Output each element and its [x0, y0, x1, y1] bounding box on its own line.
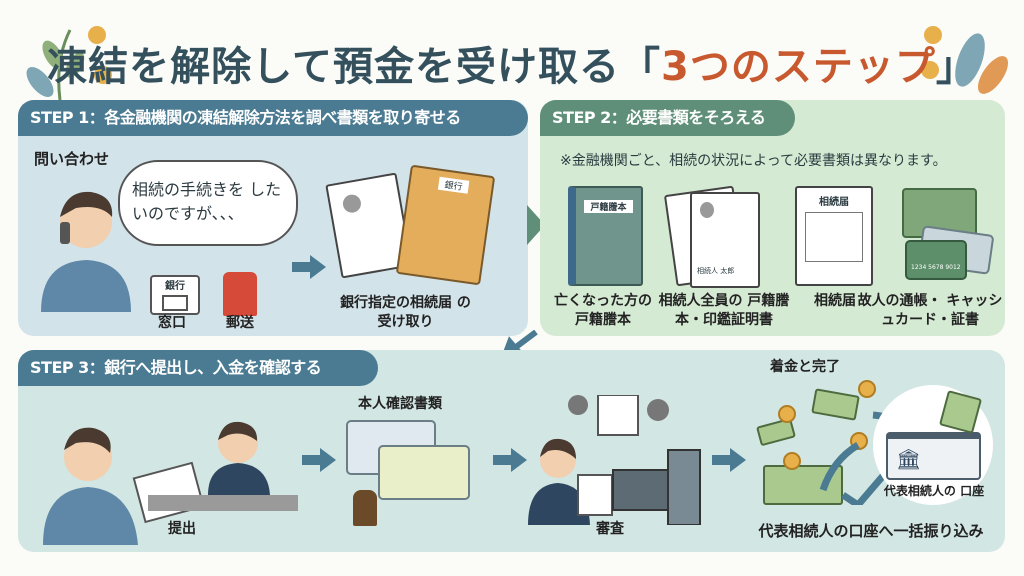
review-label: 審査	[596, 521, 624, 537]
bank-account-window-icon: 🏛	[886, 432, 981, 480]
doc-label-inheritance-form: 相続届	[814, 293, 856, 309]
doc-label-passbook-cards: 故人の通帳・ キャッシュカード・証書	[857, 293, 1003, 328]
doc-label-heir-certificates: 相続人全員の 戸籍謄本・印鑑証明書	[658, 293, 790, 328]
stamp-icon	[353, 490, 377, 526]
mailbox-icon	[223, 272, 257, 316]
submission-at-bank-illustration	[43, 421, 298, 545]
coin-icon	[858, 380, 876, 398]
inheritance-form-icon: 相続届	[795, 186, 873, 286]
doc-label-family-register: 亡くなった方の 戸籍謄本	[554, 293, 652, 328]
leaf-decoration-right	[921, 26, 1009, 94]
submit-label: 提出	[168, 521, 196, 537]
account-label: 代表相続人の 口座	[883, 484, 985, 498]
arrow-icon	[493, 448, 527, 472]
required-docs-note: ※金融機関ごと、相続の状況によって必要書類は異なります。	[560, 153, 947, 169]
id-card-icon	[378, 445, 470, 500]
cash-card-icon: 1234 5678 9012	[905, 240, 967, 280]
step3-header: STEP 3：銀行へ提出し、入金を確認する	[18, 350, 378, 386]
step1-header: STEP 1：各金融機関の凍結解除方法を調べ書類を取り寄せる	[18, 100, 528, 136]
envelope-icon: 銀行	[395, 164, 496, 286]
coin-icon	[778, 405, 796, 423]
transfer-label: 代表相続人の口座へ一括振り込み	[758, 522, 984, 540]
deposit-complete-label: 着金と完了	[770, 359, 840, 375]
step2-panel: STEP 2：必要書類をそろえる ※金融機関ごと、相続の状況によって必要書類は異…	[540, 100, 1005, 336]
person-on-phone-illustration	[41, 191, 131, 312]
step-arrow-icon	[527, 205, 545, 245]
arrow-icon	[712, 448, 746, 472]
id-documents-label: 本人確認書類	[358, 396, 442, 412]
review-illustration	[528, 395, 701, 525]
inquiry-label: 問い合わせ	[34, 150, 110, 168]
counter-label: 窓口	[158, 315, 186, 331]
speech-bubble: 相続の手続きを したいのですが、、、	[118, 160, 298, 246]
certificate-icon: 相続人 太郎	[690, 192, 760, 288]
page-title: 凍結を解除して預金を受け取る「3つのステップ」	[47, 44, 977, 90]
mail-label: 郵送	[226, 315, 254, 331]
coin-icon	[783, 452, 801, 470]
arrow-icon	[292, 255, 326, 279]
bank-counter-icon: 銀行	[150, 275, 200, 315]
arrow-icon	[302, 448, 336, 472]
step3-panel: STEP 3：銀行へ提出し、入金を確認する 提出 本人確認書類 審査 着金と完了…	[18, 350, 1005, 552]
receive-form-label: 銀行指定の相続届 の受け取り	[340, 295, 471, 330]
family-register-book-icon: 戸籍謄本	[568, 186, 643, 286]
step1-panel: STEP 1：各金融機関の凍結解除方法を調べ書類を取り寄せる 問い合わせ 相続の…	[18, 100, 528, 336]
step2-header: STEP 2：必要書類をそろえる	[540, 100, 795, 136]
leaf-decoration-left	[26, 26, 112, 100]
